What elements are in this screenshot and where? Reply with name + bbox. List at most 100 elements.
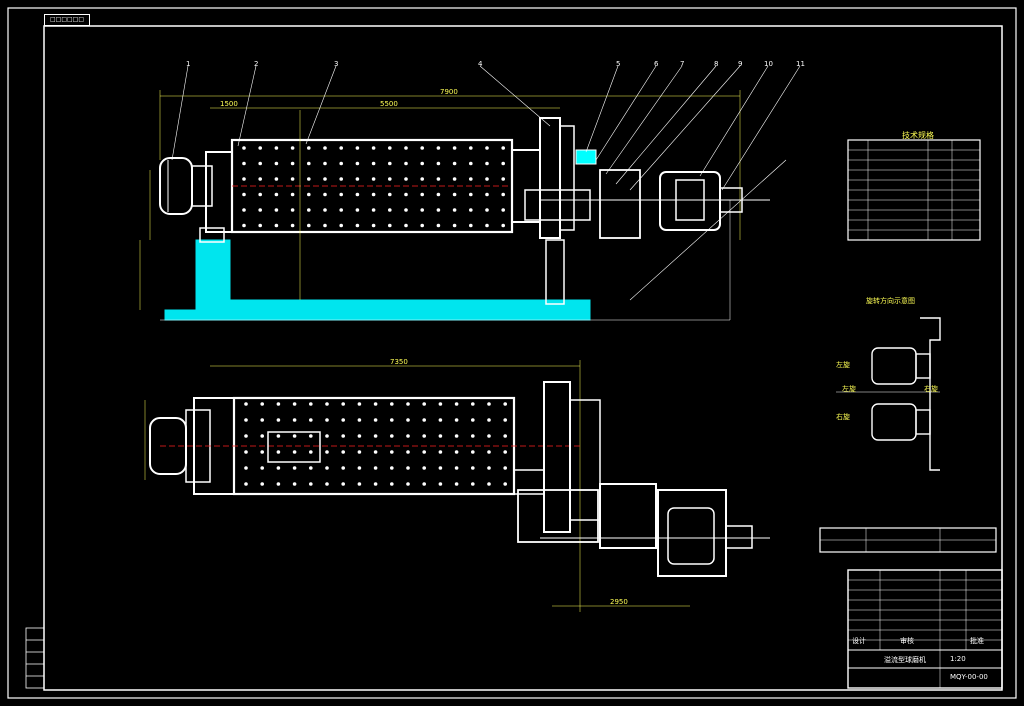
rotation-title: 旋转方向示意图 — [866, 297, 915, 305]
liner-bolt — [420, 223, 425, 228]
liner-bolt — [487, 482, 491, 486]
liner-bolt — [276, 402, 281, 406]
foundation — [164, 239, 591, 321]
liner-bolt — [454, 482, 459, 486]
liner-bolt — [436, 208, 441, 212]
tech-table-title: 技术规格 — [902, 131, 934, 140]
liner-bolt — [244, 466, 248, 470]
liner-bolt — [404, 177, 408, 181]
liner-bolt — [325, 450, 329, 454]
liner-bolt — [323, 208, 327, 212]
liner-bolt — [390, 482, 394, 486]
liner-bolt — [290, 177, 295, 181]
plan-view — [144, 360, 770, 612]
liner-bolt — [503, 418, 508, 422]
liner-bolt — [292, 402, 297, 406]
pinion-shaft — [599, 169, 641, 239]
liner-bolt — [471, 418, 475, 422]
liner-bolt — [341, 434, 346, 438]
liner-bolt — [244, 402, 248, 406]
balloon-8: 8 — [714, 60, 719, 68]
liner-bolt — [244, 482, 248, 486]
liner-bolt — [339, 223, 344, 228]
liner-bolt — [355, 177, 360, 181]
title-block-scale: 1:20 — [950, 655, 966, 663]
liner-bolt — [388, 146, 392, 150]
liner-bolt — [420, 161, 425, 166]
liner-bolt — [485, 223, 489, 228]
liner-bolt — [258, 161, 263, 166]
liner-bolt — [274, 223, 279, 228]
liner-bolt — [325, 434, 329, 438]
balloon-4: 4 — [478, 60, 483, 68]
liner-bolt — [452, 223, 457, 228]
liner-bolt — [292, 418, 297, 422]
liner-bolt — [404, 208, 408, 212]
liner-bolt — [309, 482, 313, 486]
liner-bolt — [339, 208, 344, 212]
liner-bolt — [355, 192, 360, 197]
liner-bolt — [357, 450, 362, 454]
liner-bolt — [276, 418, 281, 422]
liner-bolt — [503, 402, 508, 406]
liner-bolt — [258, 208, 263, 212]
liner-bolt — [242, 177, 246, 181]
liner-bolt — [485, 177, 489, 181]
liner-bolt — [454, 402, 459, 406]
title-block — [847, 569, 1003, 689]
liner-bolt — [404, 223, 408, 228]
liner-bolt — [290, 223, 295, 228]
liner-bolt — [371, 208, 376, 212]
rotation-label-2: 右旋 — [836, 413, 850, 421]
dim-top-overall: 7900 — [440, 88, 458, 96]
liner-bolt — [406, 434, 410, 438]
liner-bolt — [325, 482, 329, 486]
liner-bolt — [357, 418, 362, 422]
liner-bolt — [422, 450, 427, 454]
liner-bolt — [357, 482, 362, 486]
dim-top-left: 1500 — [220, 100, 238, 108]
liner-bolt — [309, 418, 313, 422]
liner-bolt — [420, 192, 425, 197]
inner-border — [43, 25, 1003, 691]
liner-bolt — [242, 161, 246, 166]
liner-bolt — [341, 482, 346, 486]
liner-bolt — [244, 418, 248, 422]
liner-bolt — [339, 161, 344, 166]
revision-strip — [25, 627, 45, 689]
liner-bolt — [406, 450, 410, 454]
liner-bolt — [487, 466, 491, 470]
liner-bolt — [355, 223, 360, 228]
liner-bolt — [422, 482, 427, 486]
liner-bolt — [404, 146, 408, 150]
liner-bolt — [388, 223, 392, 228]
liner-bolt — [485, 208, 489, 212]
liner-bolt — [501, 223, 506, 228]
liner-bolt — [323, 192, 327, 197]
liner-bolt — [341, 466, 346, 470]
liner-bolt — [242, 192, 246, 197]
liner-bolt — [471, 402, 475, 406]
liner-bolt — [487, 450, 491, 454]
liner-bolt — [274, 192, 279, 197]
main-motor — [159, 157, 193, 215]
title-block-designer: 设计 — [852, 637, 866, 645]
liner-bolt — [420, 208, 425, 212]
liner-bolt — [309, 450, 313, 454]
liner-bolt — [422, 434, 427, 438]
ring-gear-plan — [543, 381, 571, 533]
liner-bolt — [487, 434, 491, 438]
liner-bolt — [438, 450, 443, 454]
liner-bolt — [307, 146, 311, 150]
liner-bolt — [290, 161, 295, 166]
liner-bolt — [373, 450, 378, 454]
liner-bolt — [323, 146, 327, 150]
liner-bolt — [274, 177, 279, 181]
liner-bolt — [274, 208, 279, 212]
liner-bolt — [260, 434, 265, 438]
liner-bolt — [357, 434, 362, 438]
liner-bolt — [436, 161, 441, 166]
liner-bolt — [454, 450, 459, 454]
rotation-diagram — [836, 317, 941, 471]
liner-bolt — [454, 466, 459, 470]
